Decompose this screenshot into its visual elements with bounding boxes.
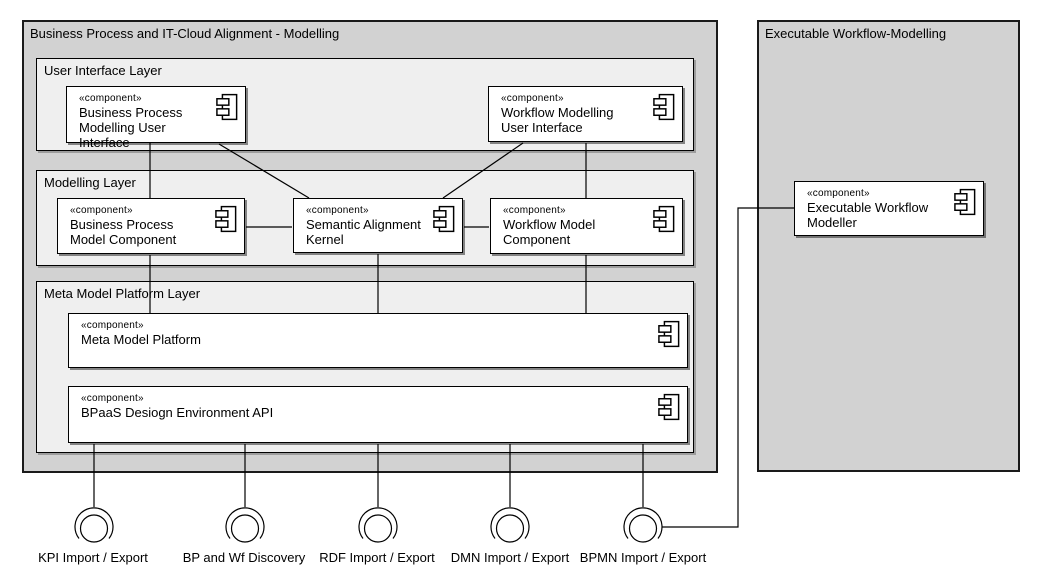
interface-lollipop-bpmn[interactable] <box>623 507 663 543</box>
layer-meta-model-platform-label: Meta Model Platform Layer <box>44 286 201 301</box>
interface-lollipop-rdf[interactable] <box>358 507 398 543</box>
component-name: Workflow Model Component <box>503 217 596 247</box>
ball-circle <box>79 514 109 543</box>
component-executable-workflow-modeller[interactable]: «component» Executable Workflow Modeller <box>794 181 984 236</box>
layer-user-interface-label: User Interface Layer <box>44 63 162 78</box>
component-stereotype: «component» <box>807 188 870 199</box>
socket-arc <box>490 507 530 539</box>
component-business-process-modelling-user-interface[interactable]: «component» Business Process Modelling U… <box>66 86 246 150</box>
ball-circle <box>363 514 393 543</box>
interface-label-rdf: RDF Import / Export <box>319 550 435 565</box>
component-bpaas-design-environment-api[interactable]: «component» BPaaS Desiogn Environment AP… <box>68 386 688 443</box>
uml-component-icon <box>653 93 675 121</box>
component-name: Workflow Modelling User Interface <box>501 105 614 135</box>
interface-lollipop-kpi[interactable] <box>74 507 114 543</box>
component-workflow-model[interactable]: «component» Workflow Model Component <box>490 198 683 254</box>
interface-lollipop-dmn[interactable] <box>490 507 530 543</box>
uml-component-icon <box>216 93 238 121</box>
component-business-process-model[interactable]: «component» Business Process Model Compo… <box>57 198 245 254</box>
component-stereotype: «component» <box>81 320 144 331</box>
interface-lollipop-discovery[interactable] <box>225 507 265 543</box>
ball-circle <box>628 514 658 543</box>
component-name: Business Process Modelling User Interfac… <box>79 105 183 150</box>
component-stereotype: «component» <box>501 93 564 104</box>
interface-label-discovery: BP and Wf Discovery <box>182 550 306 565</box>
socket-arc <box>623 507 663 539</box>
component-name: Business Process Model Component <box>70 217 177 247</box>
ball-circle <box>230 514 260 543</box>
component-stereotype: «component» <box>79 93 142 104</box>
uml-component-icon <box>215 205 237 233</box>
ball-circle <box>495 514 525 543</box>
socket-arc <box>225 507 265 539</box>
main-package-title: Business Process and IT-Cloud Alignment … <box>30 26 340 41</box>
uml-component-icon <box>653 205 675 233</box>
component-name: Semantic Alignment Kernel <box>306 217 421 247</box>
socket-arc <box>358 507 398 539</box>
socket-arc <box>74 507 114 539</box>
uml-component-icon <box>658 320 680 348</box>
interface-label-dmn: DMN Import / Export <box>450 550 570 565</box>
interface-label-bpmn: BPMN Import / Export <box>579 550 707 565</box>
interface-label-kpi: KPI Import / Export <box>38 550 148 565</box>
uml-component-icon <box>658 393 680 421</box>
component-name: Executable Workflow Modeller <box>807 200 929 230</box>
component-stereotype: «component» <box>306 205 369 216</box>
component-name: BPaaS Desiogn Environment API <box>81 405 274 420</box>
component-meta-model-platform[interactable]: «component» Meta Model Platform <box>68 313 688 368</box>
component-name: Meta Model Platform <box>81 332 201 347</box>
executable-workflow-package-title: Executable Workflow-Modelling <box>765 26 947 41</box>
executable-workflow-package-container[interactable]: Executable Workflow-Modelling <box>757 20 1020 472</box>
component-workflow-modelling-user-interface[interactable]: «component» Workflow Modelling User Inte… <box>488 86 683 142</box>
component-semantic-alignment-kernel[interactable]: «component» Semantic Alignment Kernel <box>293 198 463 253</box>
component-stereotype: «component» <box>81 393 144 404</box>
uml-component-icon <box>433 205 455 233</box>
component-stereotype: «component» <box>70 205 133 216</box>
component-stereotype: «component» <box>503 205 566 216</box>
layer-modelling-label: Modelling Layer <box>44 175 136 190</box>
uml-component-icon <box>954 188 976 216</box>
